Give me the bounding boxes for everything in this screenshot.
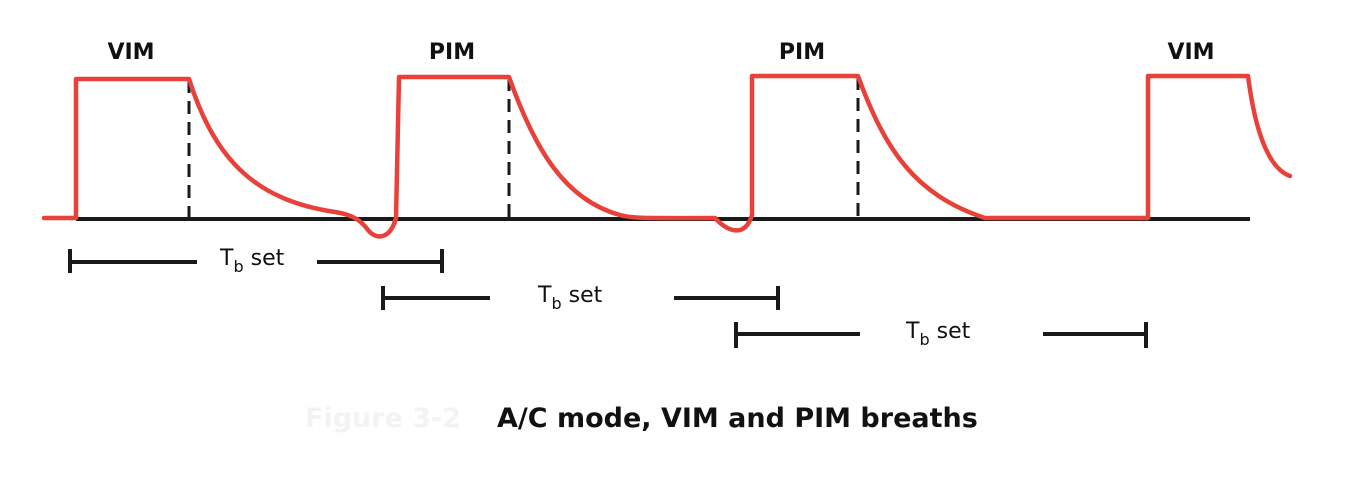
pressure-waveform [41,73,1293,239]
tb-set-interval-3 [734,322,1148,348]
figure-caption: A/C mode, VIM and PIM breaths [497,403,978,434]
breath-label-pim: PIM [429,40,475,65]
breath-label-vim: VIM [107,40,154,65]
tb-set-interval-2 [381,286,780,310]
tb-set-label: Tb set [905,319,971,349]
tb-set-interval-1 [68,249,444,273]
breath-label-vim: VIM [1167,40,1214,65]
tb-set-label: Tb set [537,283,603,313]
breath-label-pim: PIM [779,40,825,65]
tb-set-label: Tb set [219,246,285,276]
faint-figure-number: Figure 3-2 [305,403,461,434]
